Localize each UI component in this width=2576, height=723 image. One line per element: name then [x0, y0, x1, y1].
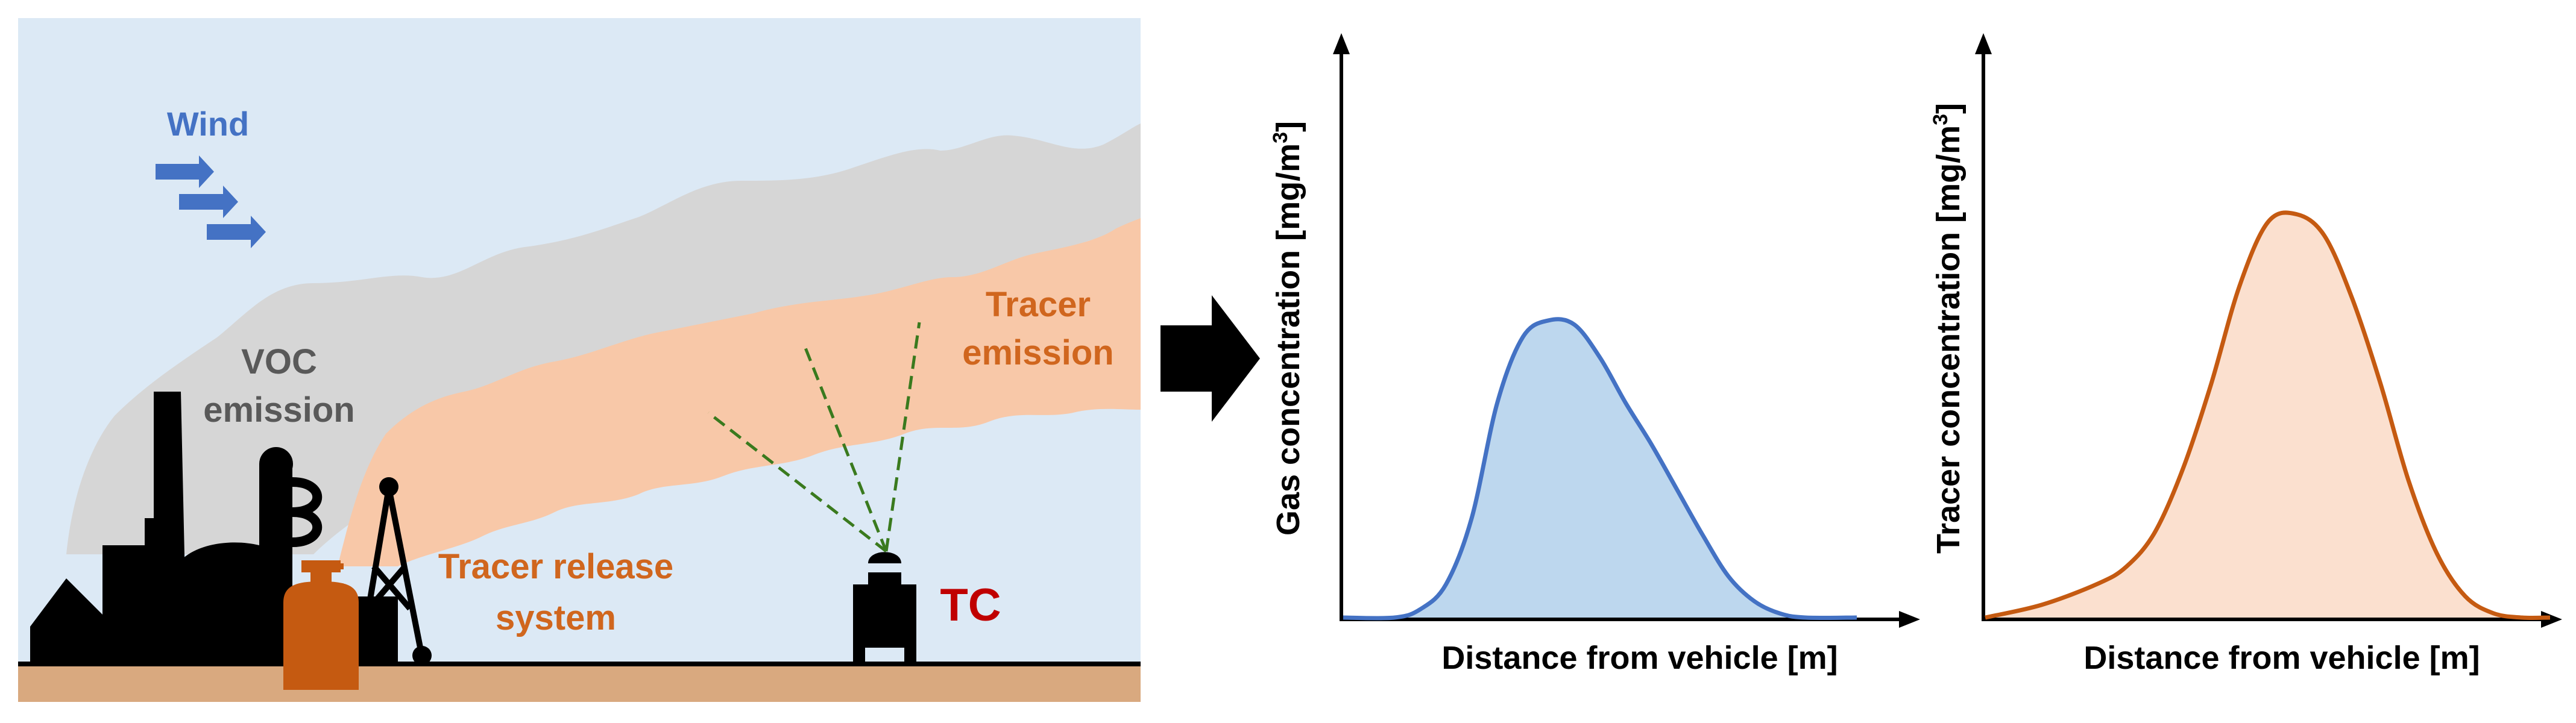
chart2-ylabel-end: ] — [1930, 103, 1967, 114]
chart1-ylabel-main: Gas concentration [mg/m — [1270, 143, 1306, 536]
big-right-arrow-icon — [1160, 295, 1260, 422]
chart2-series-line — [1985, 210, 2551, 621]
tracer-release-line2: system — [496, 598, 616, 637]
chart2-xlabel: Distance from vehicle [m] — [2083, 640, 2480, 676]
tracer-release-line1: Tracer release — [438, 547, 673, 586]
tracer-emission-line1: Tracer — [986, 285, 1091, 324]
chart2-ylabel: Tracer concentration [mg/m3] — [1929, 103, 1967, 554]
tc-vehicle — [853, 552, 916, 663]
tracer-emission-line2: emission — [962, 333, 1113, 372]
wind-arrow-icon — [207, 216, 266, 248]
chart1-series-line — [1343, 317, 1857, 621]
voc-label-line1: VOC — [241, 342, 317, 381]
field-scene: Wind VOC emission Tracer emission Tracer… — [18, 18, 1141, 702]
tc-label: TC — [940, 580, 1001, 631]
chart2-ylabel-sup: 3 — [1929, 114, 1952, 125]
chart1-x-axis-arrowhead-icon — [1899, 611, 1920, 628]
voc-label-line2: emission — [203, 390, 354, 430]
chart1-area — [1343, 319, 1857, 619]
chart1-y-axis-arrowhead-icon — [1333, 33, 1350, 54]
chart2-area — [1985, 212, 2550, 618]
chart2-ylabel-main: Tracer concentration [mg/m — [1930, 125, 1967, 554]
chart2-y-axis-arrowhead-icon — [1975, 33, 1992, 54]
measurement-beams — [707, 322, 921, 552]
voc-plume — [66, 124, 1141, 554]
chart1-ylabel-sup: 3 — [1269, 132, 1292, 143]
chart2-x-axis-arrowhead-icon — [2541, 611, 2562, 628]
derrick-tower — [357, 487, 425, 657]
derrick-top — [379, 477, 398, 496]
gas-concentration-chart: Distance from vehicle [m] Gas concentrat… — [1269, 33, 1920, 676]
wind-arrows — [156, 155, 266, 248]
tracer-concentration-chart: Distance from vehicle [m] Tracer concent… — [1929, 33, 2562, 676]
tracer-cylinder — [283, 560, 359, 690]
ground-strip — [18, 663, 1141, 702]
chart1-xlabel: Distance from vehicle [m] — [1441, 640, 1838, 676]
chart1-ylabel-end: ] — [1270, 121, 1306, 132]
distillation-coils — [292, 477, 323, 547]
wind-arrow-icon — [156, 155, 214, 188]
tracer-plume — [338, 218, 1141, 566]
chart1-ylabel: Gas concentration [mg/m3] — [1269, 121, 1306, 536]
derrick-base — [412, 646, 432, 665]
wind-arrow-icon — [179, 186, 238, 218]
wind-label: Wind — [167, 105, 249, 143]
